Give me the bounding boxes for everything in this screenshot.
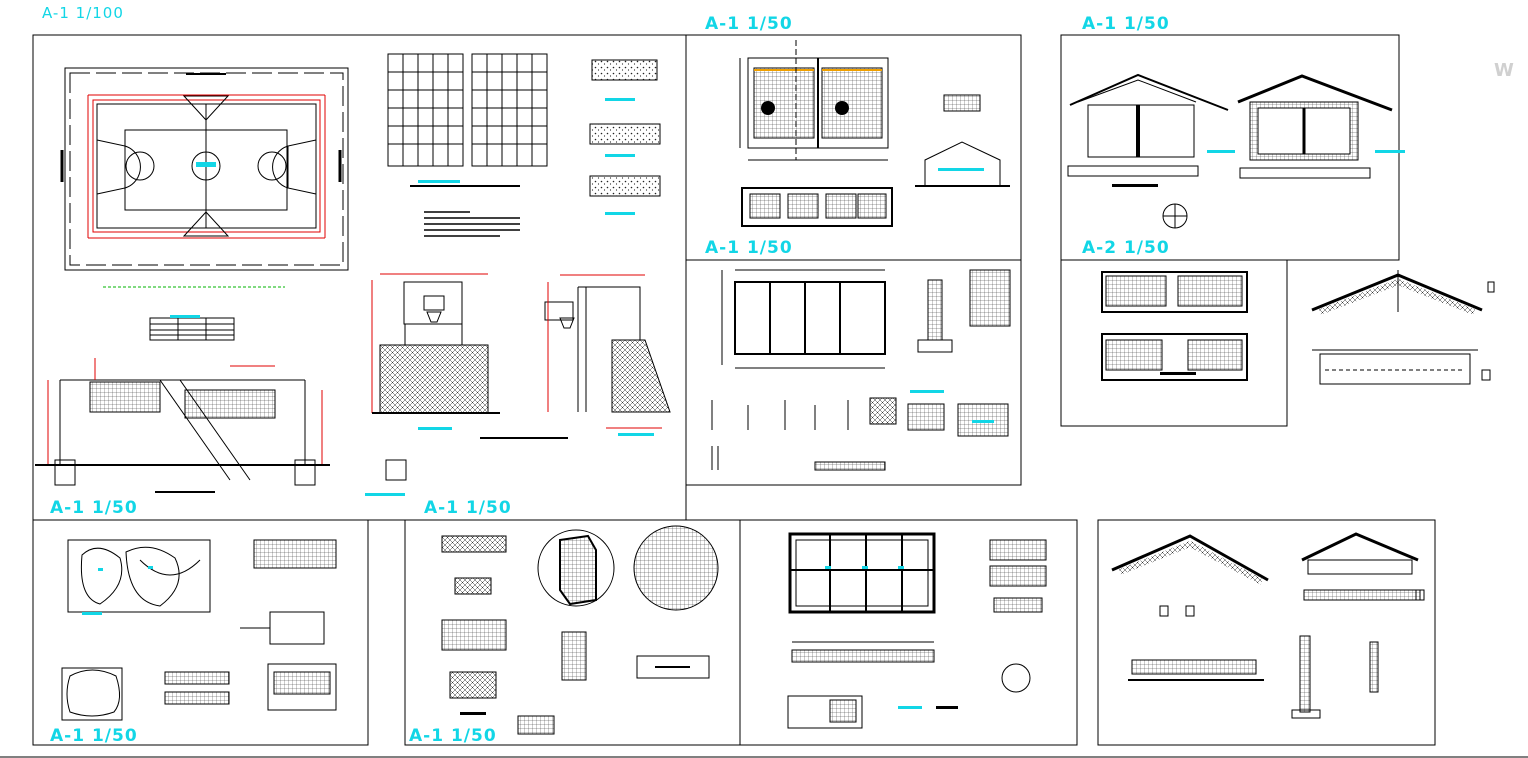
electrical-plan: [61, 539, 337, 721]
sheet-label-7: A-1 1/50: [424, 498, 512, 518]
roof-truss: [1311, 270, 1495, 385]
footing-grid-plan: [387, 53, 548, 237]
slab-sections: [589, 59, 661, 215]
sheet-label-1: A-1 1/100: [42, 4, 124, 22]
sheet-label-6: A-1 1/50: [50, 498, 138, 518]
sheet-frames: [0, 34, 1528, 758]
building-sections: [1067, 73, 1405, 229]
net-elevation: [35, 358, 330, 493]
roof-framing-plan: [787, 532, 1047, 729]
sports-court-plan: [60, 67, 349, 341]
sheet-label-8: A-1 1/50: [50, 726, 138, 746]
sheet-label-4: A-1 1/50: [705, 238, 793, 258]
sheet-label-9: A-1 1/50: [409, 726, 497, 746]
facades: [1101, 271, 1248, 381]
basketball-hoop: [365, 273, 671, 496]
doors-windows: [441, 525, 719, 735]
truss-details: [1111, 532, 1425, 719]
sheet-label-5: A-2 1/50: [1082, 238, 1170, 258]
watermark: W: [1494, 60, 1514, 81]
classroom-plan: [739, 40, 1010, 227]
structure-plan: [711, 269, 1011, 471]
sheet-label-2: A-1 1/50: [705, 14, 793, 34]
sheet-label-3: A-1 1/50: [1082, 14, 1170, 34]
